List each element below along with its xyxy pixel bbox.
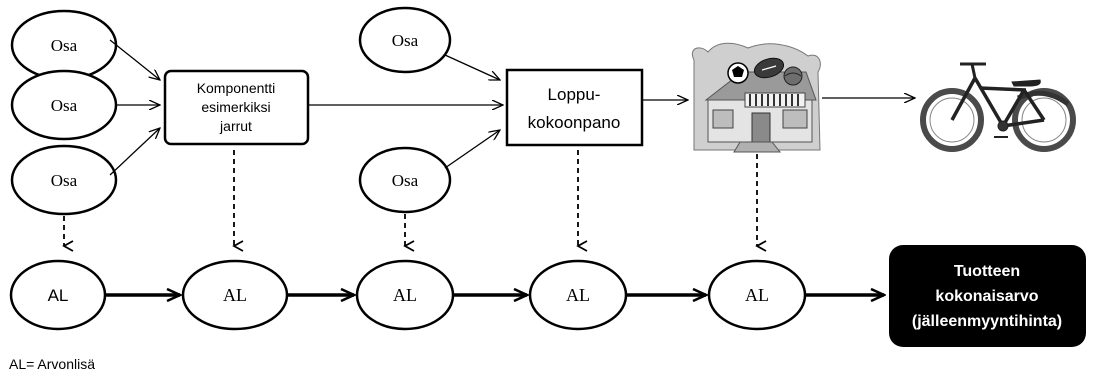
part-osa-5: Osa bbox=[358, 146, 452, 214]
arrow-osa4-to-assembly bbox=[444, 54, 500, 80]
component-line-1: Komponentti bbox=[197, 80, 276, 96]
component-line-3: jarrut bbox=[219, 118, 252, 134]
part-label: Osa bbox=[51, 171, 78, 190]
assembly-line-1: Loppu- bbox=[548, 85, 601, 104]
al-node-4: AL bbox=[528, 259, 628, 331]
arrow-osa1-to-component bbox=[109, 39, 160, 80]
al-label: AL bbox=[745, 285, 769, 305]
part-osa-1: Osa bbox=[10, 9, 118, 81]
part-osa-3: Osa bbox=[10, 144, 118, 216]
total-value-box: Tuotteen kokonaisarvo (jälleenmyyntihint… bbox=[889, 245, 1086, 347]
part-osa-2: Osa bbox=[10, 69, 118, 141]
al-node-5: AL bbox=[707, 259, 807, 331]
al-node-3: AL bbox=[355, 259, 455, 331]
part-label: Osa bbox=[392, 171, 419, 190]
legend-text: AL= Arvonlisä bbox=[9, 356, 95, 372]
al-node-2: AL bbox=[181, 259, 289, 331]
dashed-arrows bbox=[62, 150, 767, 252]
assembly-box: Loppu- kokoonpano bbox=[505, 68, 644, 147]
store-icon bbox=[692, 42, 821, 153]
component-line-2: esimerkiksi bbox=[201, 99, 270, 115]
al-label: AL bbox=[48, 286, 69, 305]
input-arrows bbox=[109, 39, 915, 176]
part-osa-4: Osa bbox=[358, 6, 452, 74]
part-label: Osa bbox=[392, 31, 419, 50]
part-label: Osa bbox=[51, 36, 78, 55]
component-box: Komponentti esimerkiksi jarrut bbox=[163, 69, 310, 146]
al-label: AL bbox=[566, 285, 590, 305]
total-line-2: kokonaisarvo bbox=[935, 288, 1038, 305]
al-node-1: AL bbox=[9, 259, 107, 331]
bicycle-icon bbox=[920, 62, 1076, 152]
assembly-line-2: kokoonpano bbox=[528, 113, 621, 132]
arrow-osa3-to-component bbox=[109, 128, 160, 176]
part-label: Osa bbox=[51, 96, 78, 115]
al-label: AL bbox=[393, 285, 417, 305]
al-label: AL bbox=[223, 285, 247, 305]
total-line-1: Tuotteen bbox=[954, 263, 1020, 280]
total-line-3: (jälleenmyyntihinta) bbox=[912, 313, 1062, 330]
arrow-osa5-to-assembly bbox=[444, 130, 500, 169]
